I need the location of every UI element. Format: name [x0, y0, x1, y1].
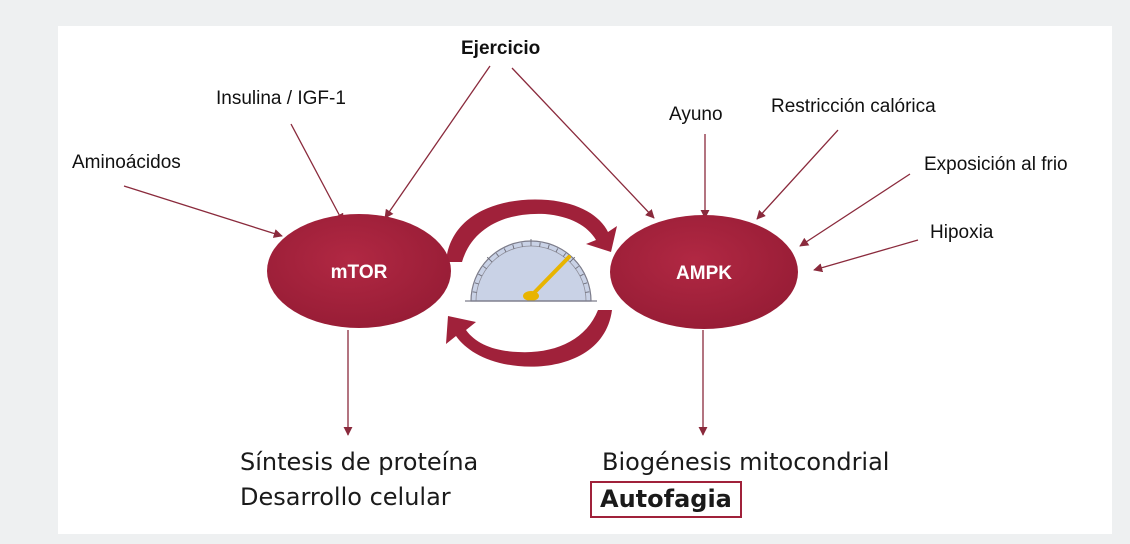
output-desarrollo: Desarrollo celular	[240, 483, 451, 511]
input-ayuno: Ayuno	[669, 104, 723, 125]
output-sintesis: Síntesis de proteína	[240, 448, 479, 476]
gauge-tick	[575, 265, 579, 270]
input-ejercicio: Ejercicio	[461, 38, 541, 59]
gauge-tick	[547, 244, 550, 249]
arrow-insulina-mtor	[290, 123, 344, 223]
node-mtor: mTOR	[267, 214, 451, 328]
node-ampk-label: AMPK	[676, 263, 732, 284]
gauge-icon	[465, 239, 597, 302]
input-frio: Exposición al frio	[924, 154, 1068, 175]
gauge-tick	[483, 265, 487, 270]
gauge-tick	[583, 282, 588, 285]
gauge-tick	[474, 282, 479, 285]
cycle-arrow-top	[446, 199, 617, 262]
gauge-tick	[585, 291, 590, 293]
gauge-tick	[512, 244, 515, 249]
node-mtor-label: mTOR	[331, 262, 388, 283]
arrow-hipoxia-ampk	[813, 239, 919, 273]
arrow-restriccion-ampk	[756, 129, 839, 220]
cycle-arrow-bottom	[446, 310, 612, 367]
gauge-tick	[562, 253, 567, 257]
input-aminoacidos: Aminoácidos	[72, 152, 181, 173]
cycle-arrows	[446, 199, 617, 367]
input-restriccion: Restricción calórica	[771, 96, 936, 117]
gauge-tick	[495, 253, 500, 257]
gauge-tick	[569, 256, 576, 263]
arrow-aminoacidos-mtor	[123, 185, 283, 238]
arrow-frio-ampk	[799, 173, 911, 247]
gauge-tick	[503, 248, 507, 253]
output-autofagia: Autofagia	[590, 481, 742, 518]
gauge-tick	[472, 291, 477, 293]
arrow-ejercicio-mtor	[384, 65, 491, 219]
input-insulina: Insulina / IGF-1	[216, 88, 346, 109]
gauge-tick	[555, 248, 559, 253]
gauge-tick	[539, 242, 541, 247]
gauge-tick	[579, 273, 584, 277]
node-ampk: AMPK	[610, 215, 798, 329]
gauge-tick	[486, 256, 493, 263]
arrow-ejercicio-ampk	[511, 67, 655, 219]
output-biogenesis: Biogénesis mitocondrial	[602, 448, 890, 476]
gauge-tick	[478, 273, 483, 277]
input-hipoxia: Hipoxia	[930, 222, 994, 243]
gauge-tick	[521, 242, 523, 247]
